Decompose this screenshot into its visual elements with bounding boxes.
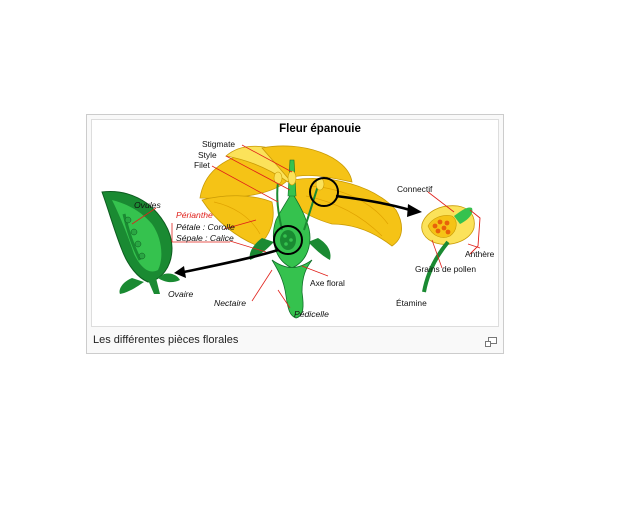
central-flower [199, 145, 402, 319]
figure-caption: Les différentes pièces florales [93, 334, 239, 346]
stamen-zoom [421, 205, 481, 293]
label-ovaire: Ovaire [168, 289, 194, 299]
leader-lines [131, 144, 481, 309]
label-petale: Pétale : Corolle [176, 222, 235, 232]
label-connectif: Connectif [397, 184, 433, 194]
figure-thumbnail: Fleur épanouie [86, 114, 504, 354]
flower-diagram[interactable]: Fleur épanouie [91, 119, 499, 327]
label-nectaire: Nectaire [214, 298, 246, 308]
label-axe-floral: Axe floral [310, 278, 345, 288]
diagram-title: Fleur épanouie [279, 123, 361, 135]
label-stigmate: Stigmate [202, 139, 235, 149]
label-etamine: Étamine [396, 298, 427, 308]
label-filet: Filet [194, 160, 210, 170]
magnify-icon[interactable] [485, 334, 497, 347]
label-perianthe: Périanthe [176, 210, 213, 220]
ovary-zoom [101, 191, 180, 294]
label-style: Style [198, 150, 217, 160]
label-grains-pollen: Grains de pollen [415, 264, 476, 274]
label-anthere: Anthère [465, 249, 495, 259]
label-ovules: Ovules [134, 200, 161, 210]
label-pedicelle: Pédicelle [294, 309, 329, 319]
label-sepale: Sépale : Calice [176, 233, 234, 243]
flower-diagram-svg: Fleur épanouie [101, 123, 495, 319]
